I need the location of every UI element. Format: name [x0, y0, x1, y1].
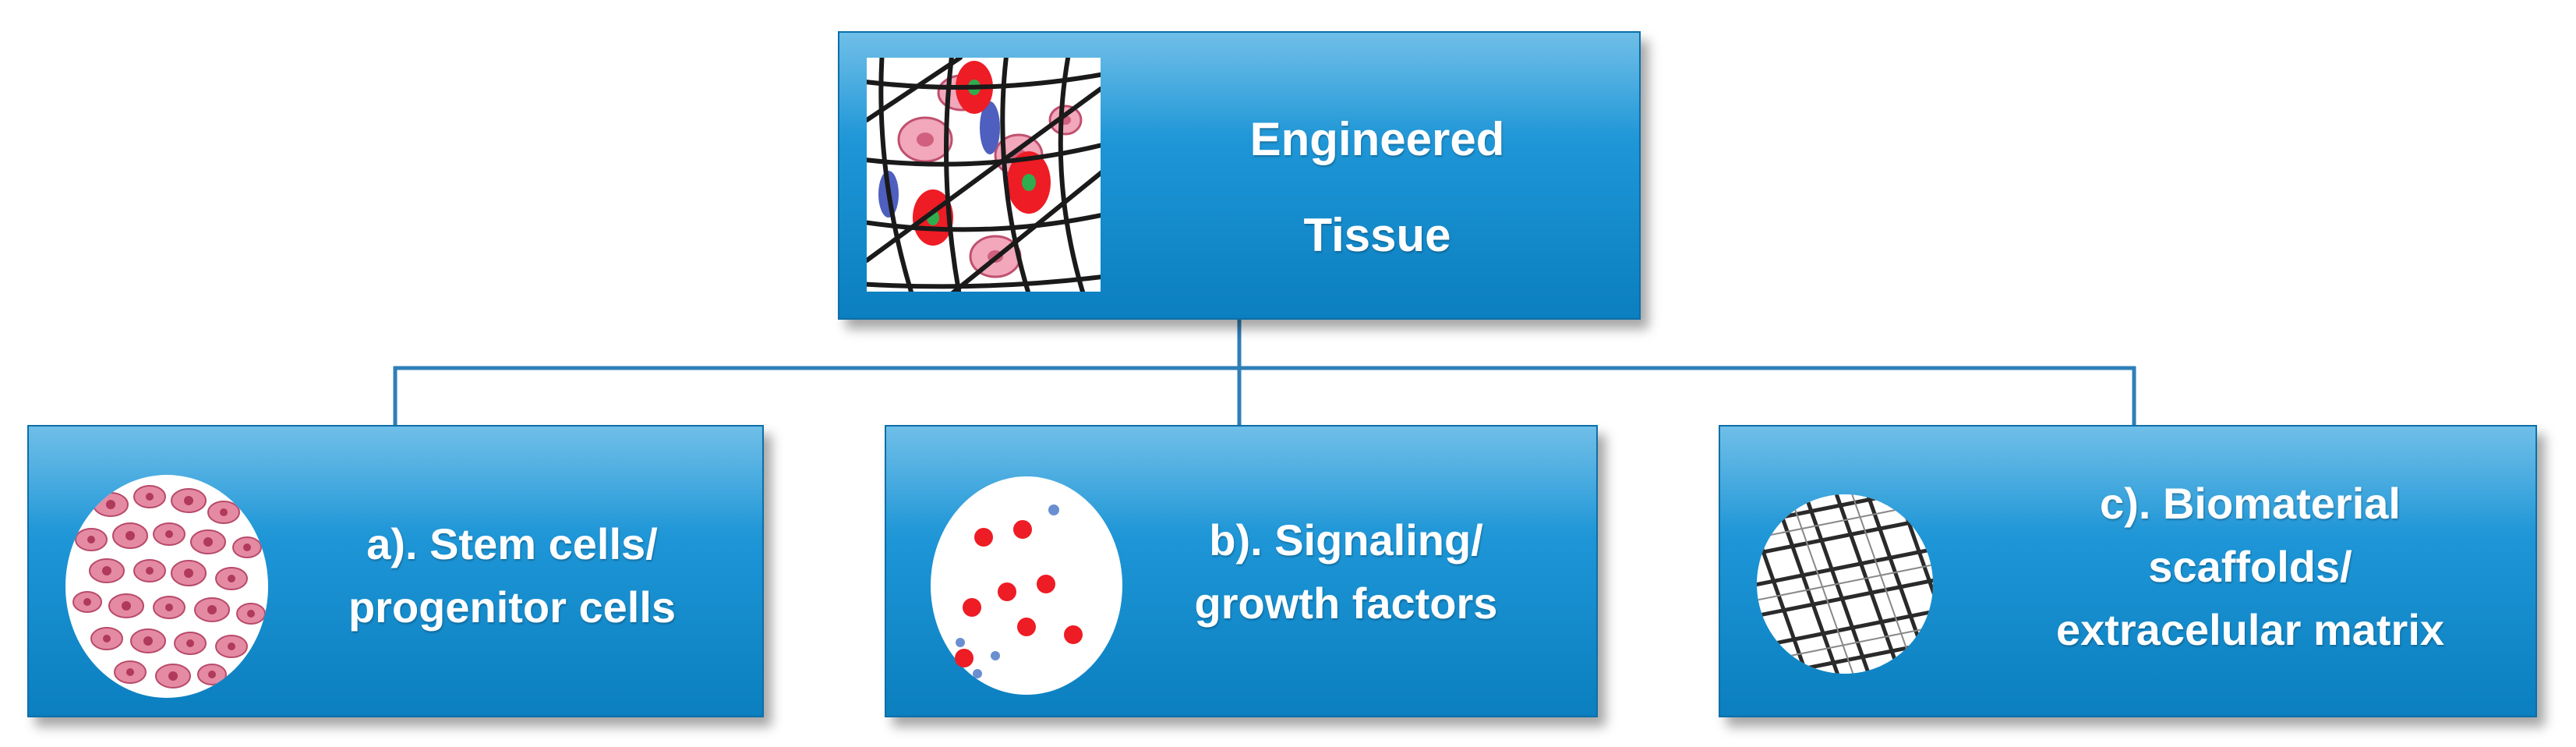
engineered-tissue-node: Engineered Tissue	[838, 31, 1641, 320]
stem-cells-node: a). Stem cells/ progenitor cells	[27, 425, 764, 717]
label-line: scaffolds/	[2148, 542, 2352, 592]
stem-cells-label: a). Stem cells/ progenitor cells	[278, 512, 746, 639]
label-line: Engineered	[1249, 113, 1505, 165]
label-line: growth factors	[1194, 579, 1498, 628]
label-line: b). Signaling/	[1209, 515, 1483, 565]
growth-factors-node: b). Signaling/ growth factors	[885, 425, 1598, 717]
label-line: c). Biomaterial	[2100, 479, 2401, 528]
engineered-tissue-label: Engineered Tissue	[1143, 91, 1611, 283]
label-line: Tissue	[1303, 209, 1451, 261]
growth-factors-label: b). Signaling/ growth factors	[1112, 508, 1580, 635]
scaffold-mesh-icon	[1755, 493, 1935, 676]
label-line: extracelular matrix	[2055, 605, 2445, 655]
scaffold-node: c). Biomaterial scaffolds/ extracelular …	[1719, 425, 2537, 717]
label-line: a). Stem cells/	[366, 519, 658, 568]
engineered-tissue-icon	[857, 48, 1111, 302]
label-line: progenitor cells	[348, 582, 677, 632]
stem-cells-icon	[64, 473, 270, 699]
growth-factors-icon	[929, 475, 1124, 697]
scaffold-label: c). Biomaterial scaffolds/ extracelular …	[1977, 472, 2523, 662]
